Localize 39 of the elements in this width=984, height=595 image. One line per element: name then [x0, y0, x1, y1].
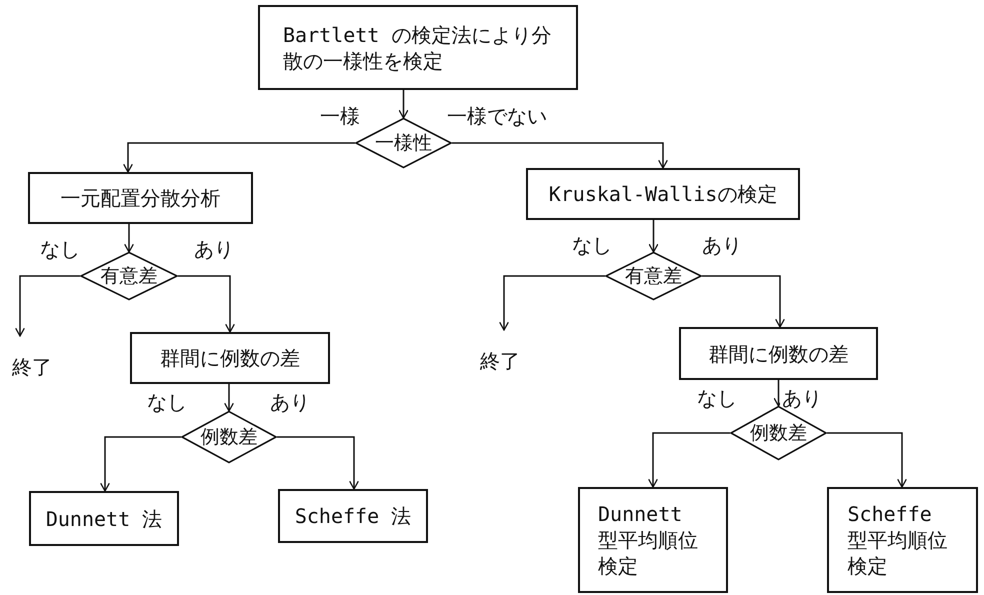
- process-box: [278, 489, 428, 543]
- step-label: 群間に例数の差: [160, 345, 300, 371]
- process-box: [526, 168, 800, 220]
- arrow: [827, 432, 908, 488]
- process-box: [258, 5, 578, 90]
- step-label: Scheffe 型平均順位検定: [848, 501, 948, 579]
- arrow: [398, 90, 409, 119]
- step-label: Dunnett 型平均順位検定: [598, 501, 699, 579]
- decision-label: 例数差: [200, 424, 258, 450]
- arrow: [178, 275, 236, 333]
- end-label: 終了: [480, 348, 520, 374]
- step-label: 群間に例数の差: [708, 340, 848, 366]
- arrow: [277, 436, 360, 490]
- arrow: [648, 220, 659, 253]
- arrow: [702, 275, 786, 328]
- decision-label: 有意差: [625, 264, 682, 288]
- process-box: [29, 491, 179, 546]
- step-label: Bartlett の検定法により分散の一様性を検定: [283, 22, 552, 74]
- arrow: [100, 436, 181, 492]
- process-box: [130, 332, 330, 384]
- decision-label: 例数差: [750, 420, 807, 446]
- process-box: [827, 487, 978, 593]
- arrow: [224, 384, 234, 412]
- step-label: Dunnett 法: [46, 506, 162, 532]
- arrow: [498, 275, 605, 331]
- arrow: [648, 432, 730, 488]
- process-box: [578, 487, 728, 593]
- process-box: [679, 327, 878, 380]
- process-box: [28, 172, 253, 224]
- step-label: Kruskal-Wallisの検定: [548, 181, 778, 207]
- step-label: 一元配置分散分析: [60, 185, 220, 211]
- arrow: [122, 142, 355, 173]
- decision-label: 有意差: [100, 264, 158, 288]
- end-label: 終了: [12, 354, 52, 380]
- arrow: [124, 224, 134, 253]
- decision-label: 一様性: [375, 130, 432, 156]
- arrow: [452, 142, 668, 169]
- step-label: Scheffe 法: [294, 503, 412, 529]
- arrow: [14, 275, 80, 337]
